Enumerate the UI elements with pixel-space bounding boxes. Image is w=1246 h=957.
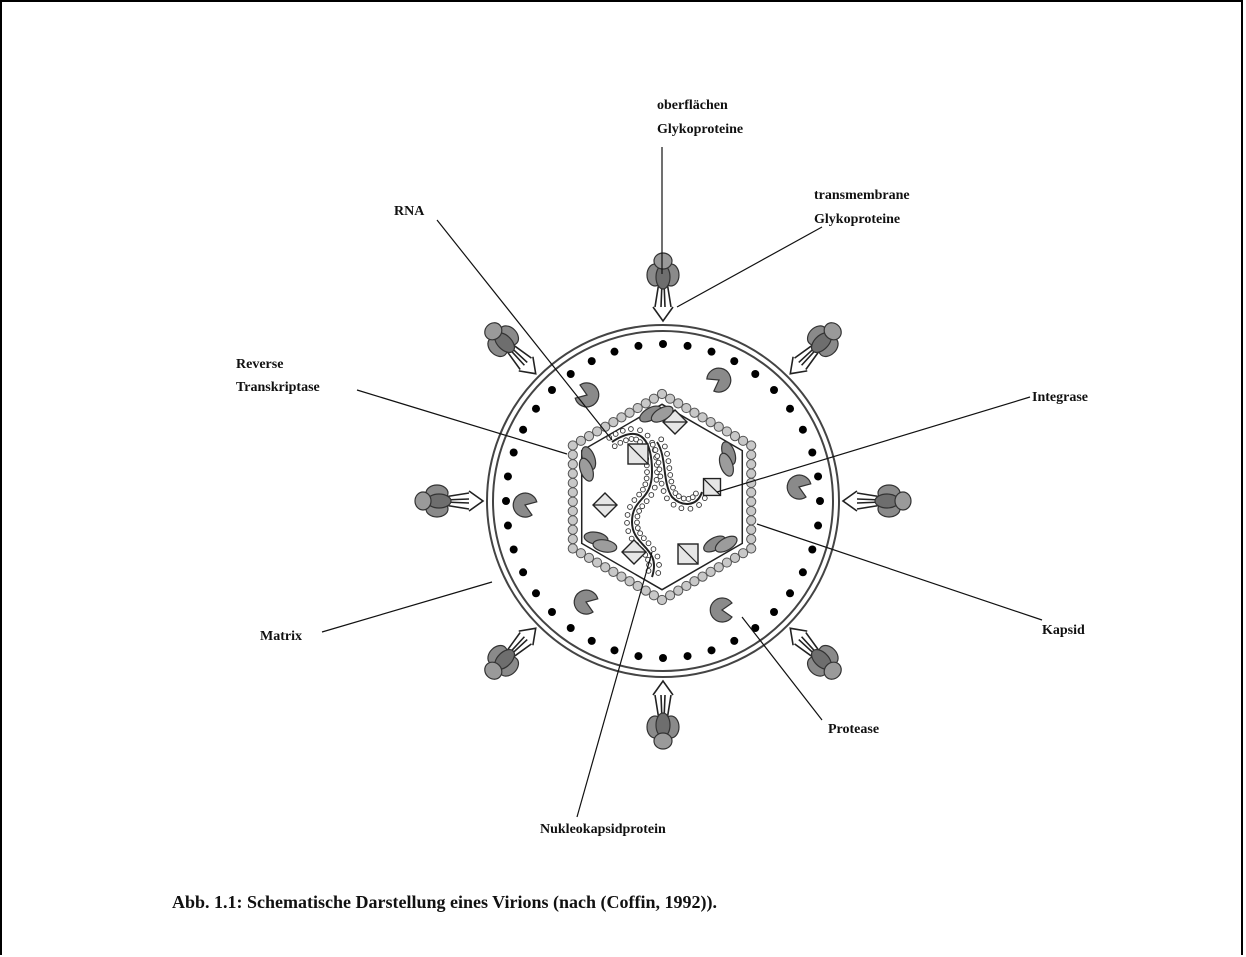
label-surface-glycoproteins-2: Glykoproteine bbox=[657, 122, 743, 137]
label-reverse-transcriptase-2: Transkriptase bbox=[236, 380, 320, 395]
label-transmembrane-2: Glykoproteine bbox=[814, 212, 900, 227]
nucleocapsid-beads bbox=[606, 426, 708, 576]
label-reverse-transcriptase-1: Reverse bbox=[236, 357, 283, 372]
label-surface-glycoproteins-1: oberflächen bbox=[657, 98, 728, 113]
label-protease: Protease bbox=[828, 722, 879, 737]
label-rna: RNA bbox=[394, 204, 425, 219]
label-transmembrane-1: transmembrane bbox=[814, 188, 910, 203]
leader-lines bbox=[321, 147, 1043, 818]
label-nucleocapsid-protein: Nukleokapsidprotein bbox=[540, 822, 666, 837]
envelope-inner bbox=[492, 330, 834, 672]
matrix-dots bbox=[502, 340, 824, 662]
figure-caption: Abb. 1.1: Schematische Darstellung eines… bbox=[172, 892, 717, 912]
glycoprotein-spikes bbox=[414, 252, 912, 750]
protease-icons bbox=[509, 363, 814, 623]
label-kapsid: Kapsid bbox=[1042, 623, 1085, 638]
label-matrix: Matrix bbox=[260, 629, 302, 644]
capsid bbox=[567, 388, 757, 606]
envelope-outer bbox=[486, 324, 840, 678]
label-integrase: Integrase bbox=[1032, 390, 1088, 405]
rna-strands bbox=[611, 432, 703, 578]
